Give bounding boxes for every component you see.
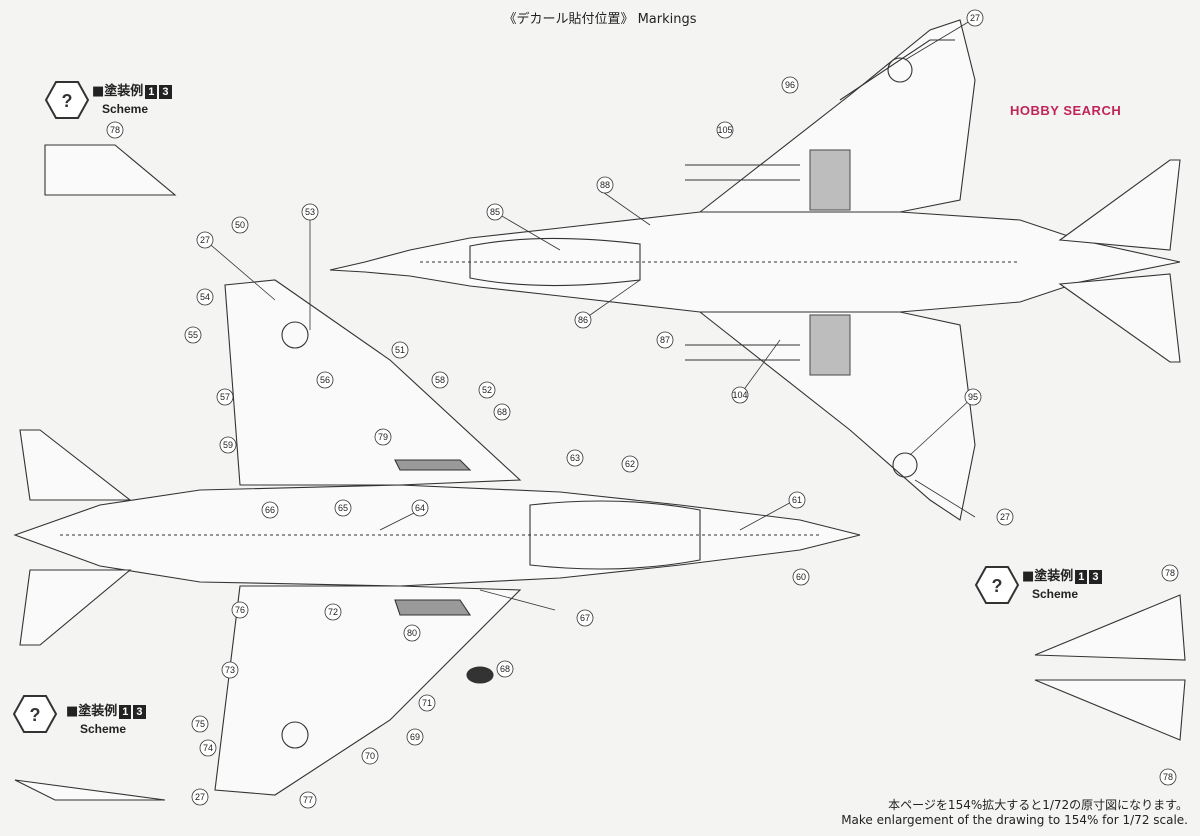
inset-tail-top-left: [44, 144, 177, 196]
callout-number: 79: [378, 432, 388, 442]
callout-number: 27: [1000, 512, 1010, 522]
scale-note-en: Make enlargement of the drawing to 154% …: [841, 813, 1188, 827]
callout-number: 52: [482, 385, 492, 395]
callout-number: 65: [338, 503, 348, 513]
inset-tail-right-lower: [1034, 679, 1186, 741]
callout-number: 77: [303, 795, 313, 805]
callout-number: 72: [328, 607, 338, 617]
callout-number: 64: [415, 503, 425, 513]
callout-number: 51: [395, 345, 405, 355]
callout-number: 76: [235, 605, 245, 615]
callout-number: 95: [968, 392, 978, 402]
callout-number: 70: [365, 751, 375, 761]
callout-number: 50: [235, 220, 245, 230]
callout-number: 87: [660, 335, 670, 345]
page-title: 《デカール貼付位置》 Markings: [503, 12, 697, 27]
aircraft-lower-view: [13, 279, 861, 796]
callout-number: 73: [225, 665, 235, 675]
callout-number: 78: [1163, 772, 1173, 782]
callout-number: 68: [497, 407, 507, 417]
callout-number: 27: [200, 235, 210, 245]
callout-number: 58: [435, 375, 445, 385]
callout-number: 55: [188, 330, 198, 340]
callout-number: 104: [732, 390, 747, 400]
callout-number: 69: [410, 732, 420, 742]
callout-number: 78: [1165, 568, 1175, 578]
callout-number: 86: [578, 315, 588, 325]
aircraft-upper-view: [329, 19, 1181, 521]
callout-number: 85: [490, 207, 500, 217]
inset-tail-bottom-left: [14, 779, 166, 801]
callout-number: 59: [223, 440, 233, 450]
callout-number: 74: [203, 743, 213, 753]
inset-tail-right-upper: [1034, 594, 1186, 661]
svg-text:?: ?: [992, 576, 1003, 596]
callout-number: 63: [570, 453, 580, 463]
callout-number: 80: [407, 628, 417, 638]
callout-number: 105: [717, 125, 732, 135]
callout-number: 68: [500, 664, 510, 674]
callout-number: 71: [422, 698, 432, 708]
callout-number: 62: [625, 459, 635, 469]
scale-note-jp: 本ページを154%拡大すると1/72の原寸図になります。: [888, 798, 1188, 812]
callout-number: 56: [320, 375, 330, 385]
callout-number: 61: [792, 495, 802, 505]
callout-number: 78: [110, 125, 120, 135]
svg-text:?: ?: [30, 705, 41, 725]
svg-text:?: ?: [62, 91, 73, 111]
watermark: HOBBY SEARCH: [1010, 103, 1122, 118]
callout-number: 27: [195, 792, 205, 802]
callout-number: 27: [970, 13, 980, 23]
callout-number: 60: [796, 572, 806, 582]
callout-number: 57: [220, 392, 230, 402]
callout-number: 75: [195, 719, 205, 729]
callout-number: 88: [600, 180, 610, 190]
callout-number: 54: [200, 292, 210, 302]
callout-number: 53: [305, 207, 315, 217]
callout-number: 67: [580, 613, 590, 623]
callout-number: 96: [785, 80, 795, 90]
callout-markers: [106, 9, 1179, 809]
callout-number: 66: [265, 505, 275, 515]
scheme-icons: [12, 81, 1020, 733]
